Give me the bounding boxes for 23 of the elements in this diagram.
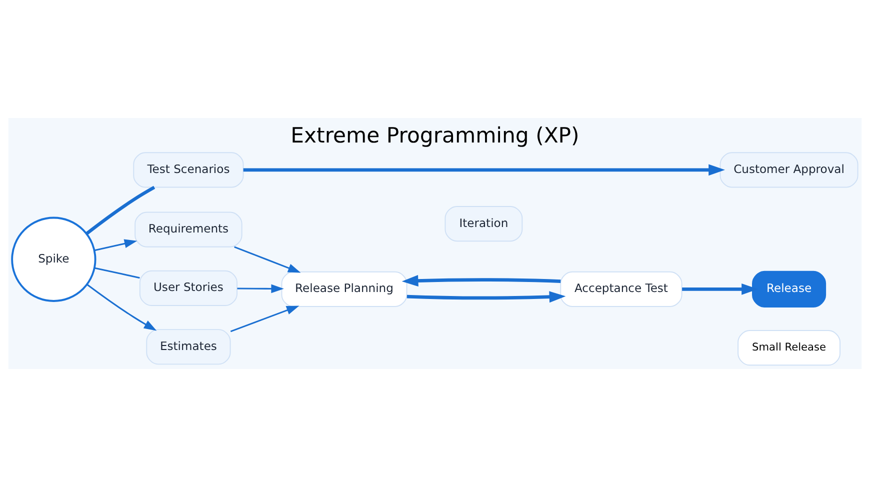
- diagram-title: Extreme Programming (XP): [290, 122, 580, 148]
- arrow: [234, 246, 301, 273]
- node-box: Release: [752, 270, 826, 308]
- node-label: Small Release: [752, 342, 826, 354]
- arrow: [94, 239, 138, 252]
- node-circle: Spike: [11, 216, 96, 302]
- node-box: Iteration: [444, 206, 523, 242]
- node-box: Requirements: [134, 212, 242, 248]
- connector: [86, 186, 156, 235]
- node-box: Estimates: [146, 329, 231, 365]
- arrow: [402, 275, 561, 287]
- arrow: [406, 291, 566, 303]
- arrow: [682, 283, 758, 295]
- node-box: Release Planning: [281, 271, 408, 307]
- node-box: Customer Approval: [720, 152, 858, 188]
- arrow: [86, 284, 157, 331]
- node-box: Acceptance Test: [560, 271, 682, 307]
- connector: [94, 267, 140, 279]
- arrow: [243, 164, 725, 176]
- arrow: [230, 306, 300, 332]
- node-box: Test Scenarios: [133, 152, 244, 188]
- arrow: [237, 284, 284, 294]
- node-box: User Stories: [139, 270, 238, 306]
